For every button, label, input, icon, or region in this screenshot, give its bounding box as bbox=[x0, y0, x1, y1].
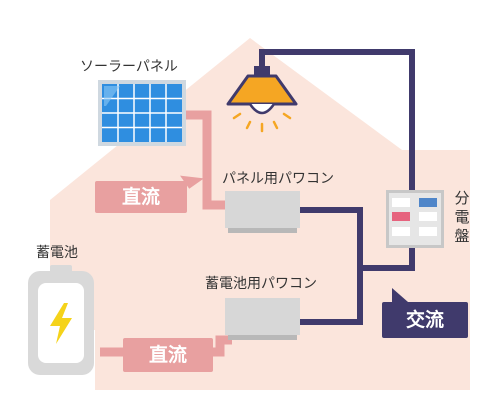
breaker-label-char: 電 bbox=[454, 208, 470, 226]
solar-panel-label: ソーラーパネル bbox=[80, 59, 178, 75]
breaker-box-icon bbox=[386, 190, 444, 248]
battery-pcs-label: 蓄電池用パワコン bbox=[205, 276, 317, 292]
battery-label: 蓄電池 bbox=[36, 245, 78, 261]
dc-tag-upper: 直流 bbox=[95, 181, 187, 213]
dc-tag-lower: 直流 bbox=[123, 338, 213, 372]
breaker-label-char: 分 bbox=[454, 189, 470, 207]
battery-icon bbox=[28, 265, 94, 375]
solar-panel-icon bbox=[98, 80, 186, 146]
power-conditioner-icon bbox=[225, 298, 300, 340]
breaker-label-char: 盤 bbox=[454, 227, 470, 245]
breaker-box-label: 分 電 盤 bbox=[454, 189, 470, 246]
ceiling-lamp-icon bbox=[226, 52, 298, 133]
panel-pcs-label: パネル用パワコン bbox=[222, 171, 334, 187]
power-conditioner-icon bbox=[225, 191, 300, 233]
ac-tag: 交流 bbox=[382, 288, 468, 338]
